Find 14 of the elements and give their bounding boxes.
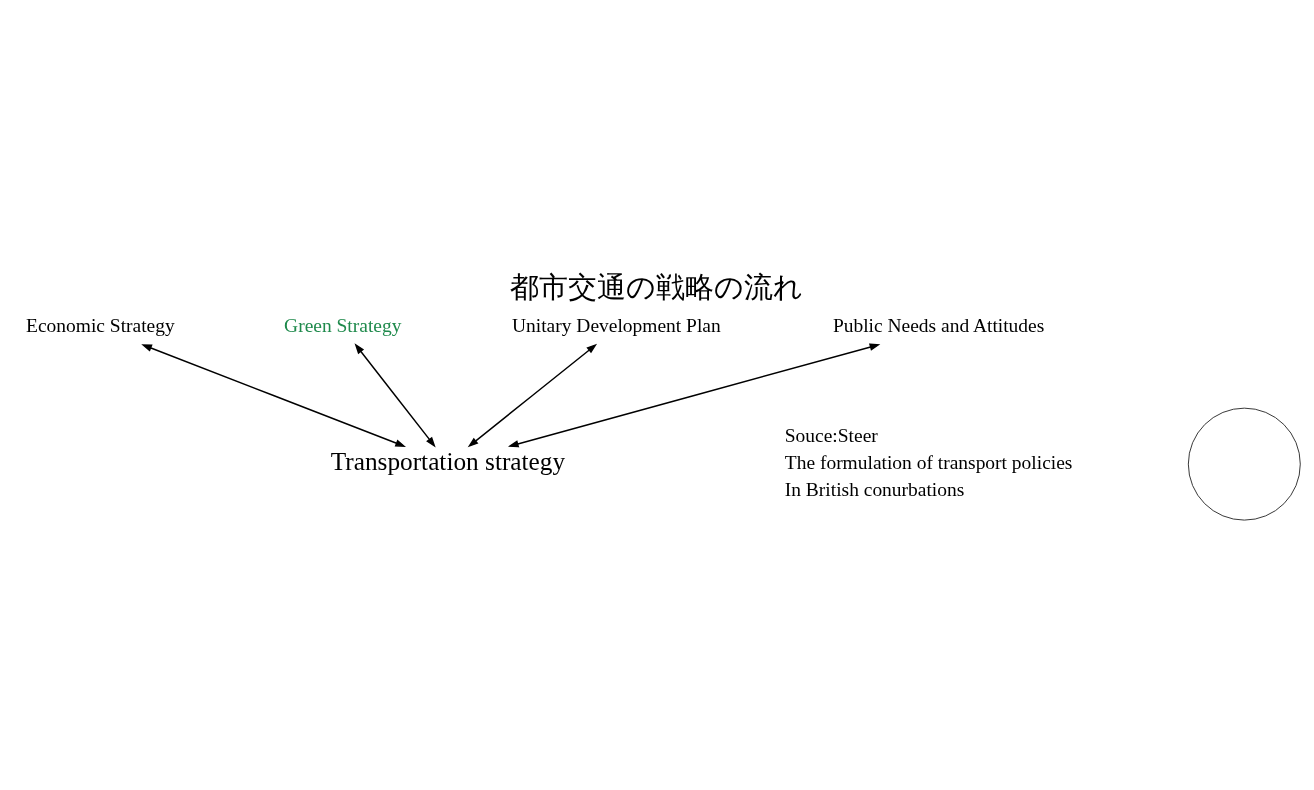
node-text: Unitary Development Plan: [512, 315, 721, 337]
label: The formulation of transport policies: [784, 451, 1073, 473]
node-circle: [1187, 407, 1301, 521]
node-text: Economic Strategy: [26, 315, 175, 337]
arrow: [467, 343, 598, 448]
label: In British conurbations: [784, 479, 965, 501]
arrow: [141, 344, 406, 447]
node-text: Green Strategy: [284, 315, 402, 337]
label: Souce:Steer: [784, 424, 878, 446]
arrow: [354, 343, 436, 448]
node-text: Public Needs and Attitudes: [832, 315, 1045, 337]
diagram-title: 都市交通の戦略の流れ: [510, 271, 804, 304]
node-text: Transportation strategy: [330, 447, 566, 476]
arrow: [507, 343, 881, 448]
